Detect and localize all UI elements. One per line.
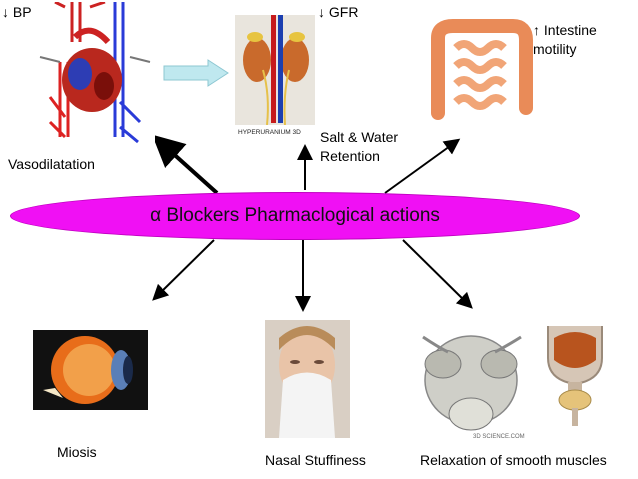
central-title-text: Blockers Pharmaclogical actions xyxy=(166,205,440,226)
arrow-to-prostate xyxy=(402,239,473,309)
arrow-to-heart xyxy=(152,134,219,195)
vasodilatation-label: Vasodilatation xyxy=(8,156,95,172)
arrow-to-intestine xyxy=(384,138,461,194)
gfr-label: ↓ GFR xyxy=(318,4,359,20)
central-ellipse xyxy=(10,192,580,240)
link-arrow-icon xyxy=(163,59,229,87)
miosis-label: Miosis xyxy=(57,444,97,460)
salt-water-label-line1: Salt & Water xyxy=(320,129,399,145)
kidneys-icon: HYPERURANIUM 3D xyxy=(235,15,315,137)
intestine-label-line2: motility xyxy=(533,41,577,57)
sneezing-person-icon xyxy=(265,320,350,438)
relaxation-label: Relaxation of smooth muscles xyxy=(420,452,607,468)
nasal-stuffiness-label: Nasal Stuffiness xyxy=(265,452,366,468)
bp-label: ↓ BP xyxy=(2,4,32,20)
bladder-icon xyxy=(540,318,610,428)
alpha-symbol: α xyxy=(150,205,162,226)
salt-water-label-line2: Retention xyxy=(320,148,380,164)
heart-vessels-icon xyxy=(20,2,155,147)
prostate-icon: 3D SCIENCE.COM xyxy=(413,322,531,442)
intestine-label-line1: ↑ Intestine xyxy=(533,22,597,38)
central-title: α Blockers Pharmaclogical actions xyxy=(0,205,590,227)
arrow-to-eye xyxy=(152,239,215,301)
prostate-caption: 3D SCIENCE.COM xyxy=(473,434,525,440)
intestine-icon xyxy=(428,18,533,123)
kidney-caption: HYPERURANIUM 3D xyxy=(238,129,301,136)
eye-icon xyxy=(33,330,148,410)
